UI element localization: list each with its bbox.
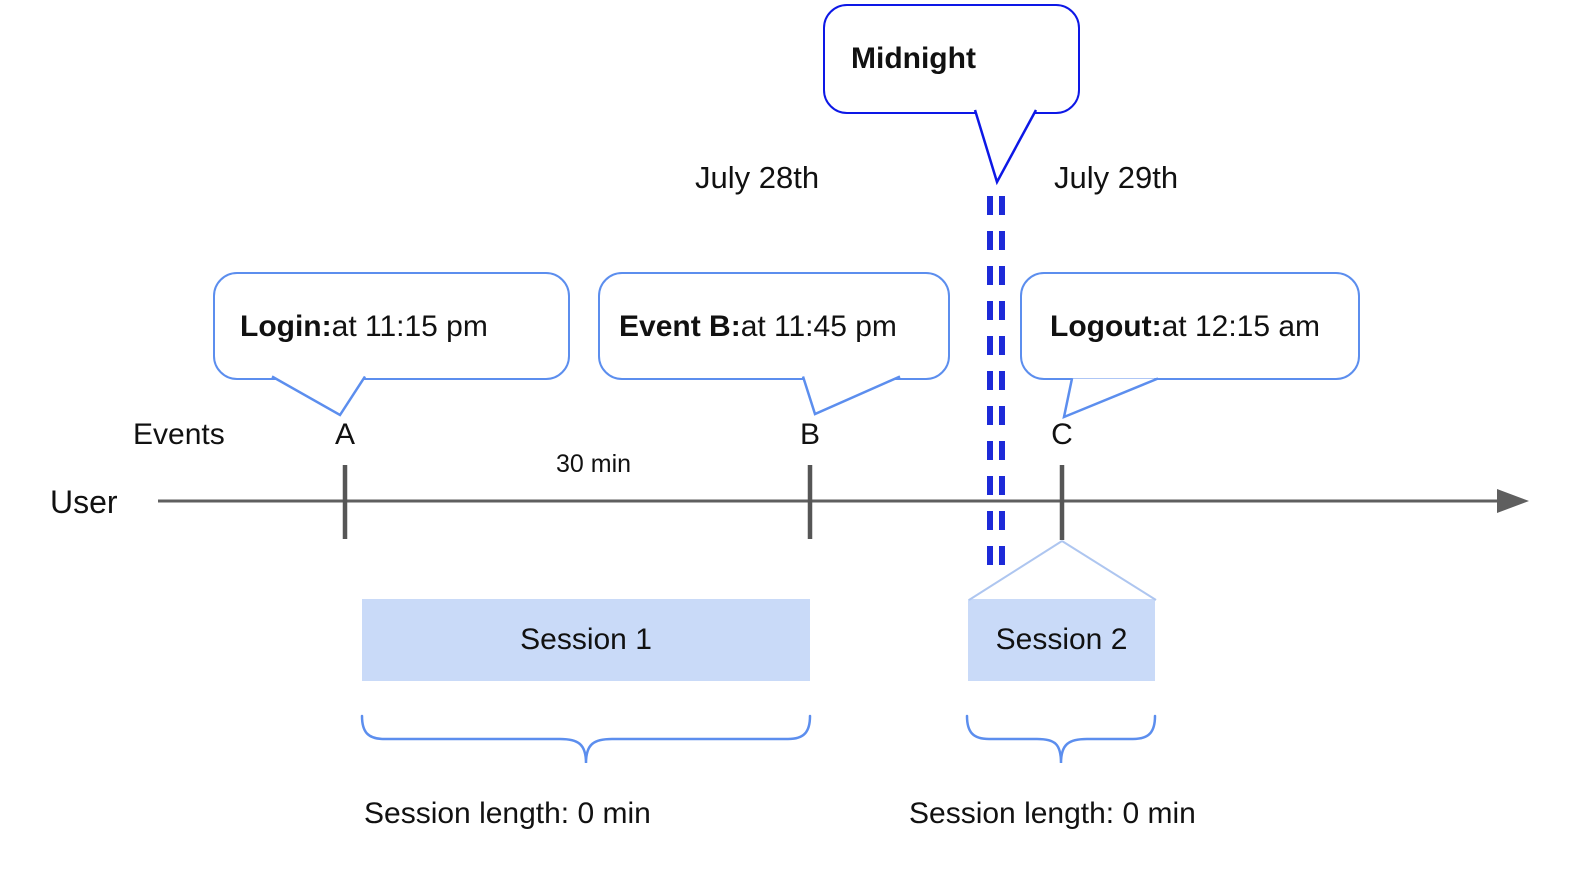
midnight-label: Midnight: [851, 42, 976, 75]
session-2-funnel-left: [968, 540, 1063, 601]
login-detail: at 11:15 pm: [331, 309, 488, 343]
event-b-title: Event B:: [619, 309, 741, 343]
midnight-callout-tail: [973, 109, 1038, 186]
user-axis-label: User: [50, 484, 118, 520]
session-1-brace: [360, 714, 812, 764]
logout-callout-tail: [1062, 377, 1159, 420]
login-callout-tail: [271, 375, 367, 417]
session-1-length-label: Session length: 0 min: [364, 797, 651, 830]
session-2-length-label: Session length: 0 min: [909, 797, 1196, 830]
logout-title: Logout:: [1050, 309, 1162, 343]
date-right-label: July 29th: [1054, 160, 1179, 195]
event-b-callout: Event B: at 11:45 pm: [598, 272, 950, 380]
session-2-box: Session 2: [968, 599, 1155, 681]
logout-callout: Logout: at 12:15 am: [1020, 272, 1360, 380]
session-1-box: Session 1: [362, 599, 810, 681]
event-b-detail: at 11:45 pm: [740, 309, 897, 343]
logout-detail: at 12:15 am: [1161, 309, 1321, 343]
event-b-callout-tail: [801, 375, 901, 416]
login-title: Login:: [240, 309, 332, 343]
session-2-label: Session 2: [995, 623, 1128, 656]
session-2-funnel-right: [1061, 540, 1157, 601]
interval-label: 30 min: [556, 450, 632, 478]
tick-label-c: C: [1051, 418, 1073, 451]
timeline-arrowhead: [1497, 489, 1529, 513]
events-axis-label: Events: [133, 418, 225, 451]
tick-label-a: A: [334, 418, 356, 451]
session-2-brace: [965, 714, 1157, 764]
tick-label-b: B: [799, 418, 821, 451]
midnight-callout: Midnight: [823, 4, 1080, 114]
session-1-label: Session 1: [520, 623, 652, 656]
login-callout: Login: at 11:15 pm: [213, 272, 570, 380]
date-left-label: July 28th: [695, 160, 820, 195]
